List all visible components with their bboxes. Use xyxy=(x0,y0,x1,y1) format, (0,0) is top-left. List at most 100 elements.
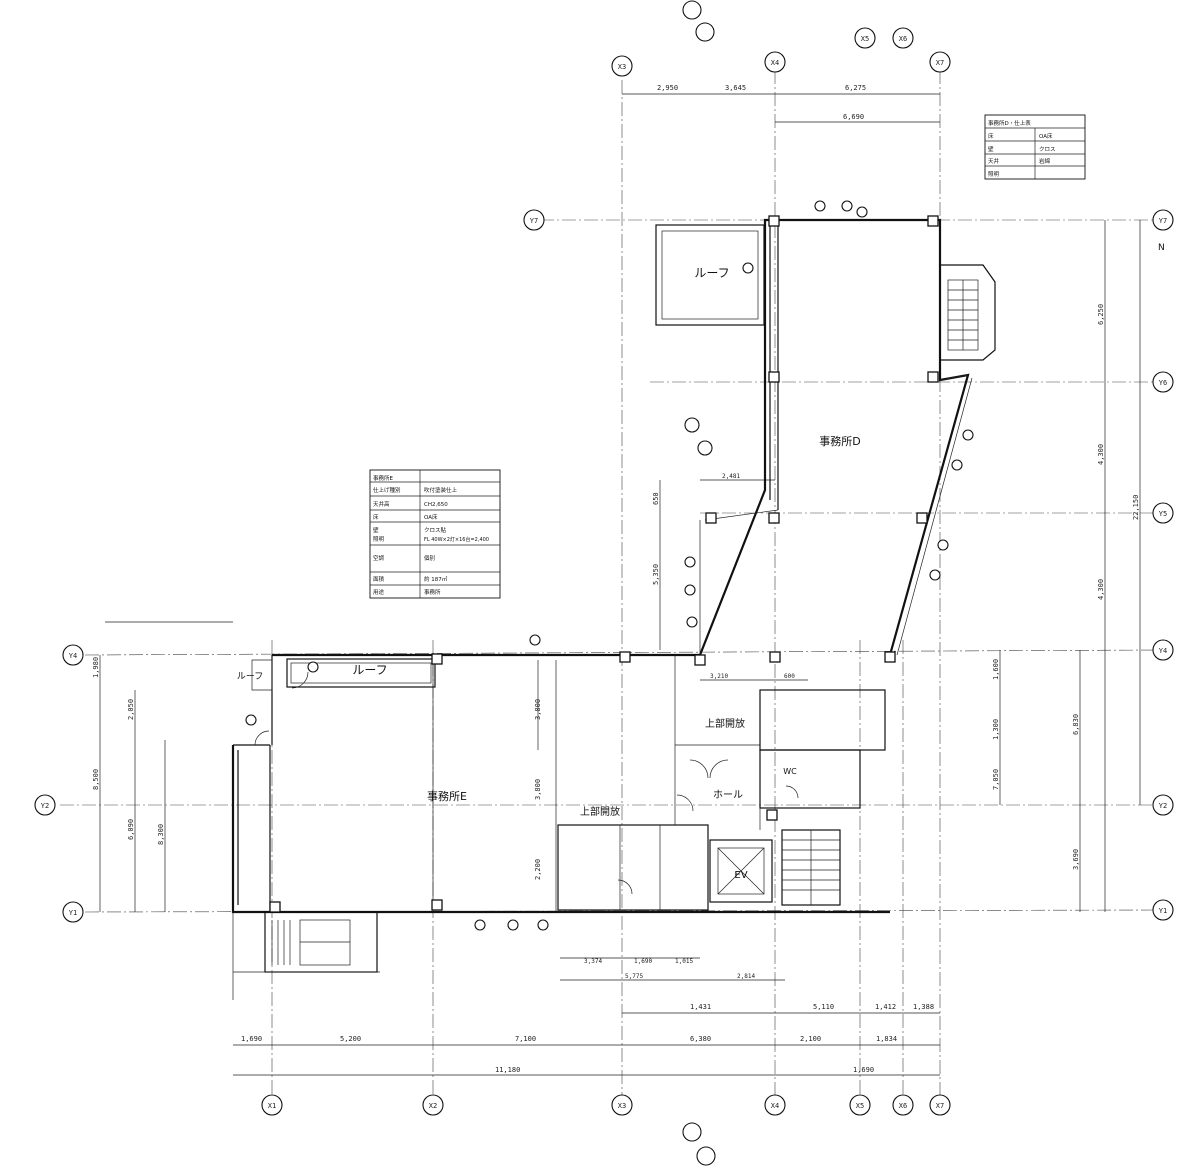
dim-top-2: 3,645 xyxy=(725,84,746,92)
dim-right-8: 7,050 xyxy=(992,769,1000,790)
dim-right-5: 1,600 xyxy=(992,659,1000,680)
grid-bubble-x4: X4 xyxy=(764,1094,786,1116)
dim-right-9: 3,690 xyxy=(1072,849,1080,870)
tt-r4c0: 照明 xyxy=(988,171,1000,178)
grid-bubble-x6: X6 xyxy=(892,1094,914,1116)
dim-bot-6: 1,834 xyxy=(876,1035,897,1043)
tm-r2c0: 天井高 xyxy=(373,500,390,508)
room-office-e: 事務所E xyxy=(427,789,467,803)
grid-bubble-x5: X5 xyxy=(849,1094,871,1116)
dim-right-6: 1,300 xyxy=(992,719,1000,740)
dim-right-7: 6,830 xyxy=(1072,714,1080,735)
grid-bubble-y-top-left: Y7 xyxy=(523,209,545,231)
svg-text:Y4: Y4 xyxy=(1159,647,1167,655)
grid-bubble-y-right-1: Y7 xyxy=(1152,209,1174,231)
tt-r3c1: 岩綿 xyxy=(1039,157,1051,165)
tm-r8c0: 用途 xyxy=(373,588,385,596)
grid-bubble-bot-a xyxy=(682,1122,702,1142)
dim-inner-3: 1,015 xyxy=(675,958,693,965)
grid-bubble-top-x4: X4 xyxy=(764,51,786,73)
svg-text:Y2: Y2 xyxy=(1159,802,1167,810)
dim-bot2-2: 5,110 xyxy=(813,1003,834,1011)
svg-text:X7: X7 xyxy=(936,1102,944,1110)
svg-text:X2: X2 xyxy=(429,1102,437,1110)
tt-r3c0: 天井 xyxy=(988,157,1000,165)
dim-right-2: 4,300 xyxy=(1097,444,1105,465)
dim-bot-4: 6,380 xyxy=(690,1035,711,1043)
dim-bot2-1: 1,431 xyxy=(690,1003,711,1011)
tm-r8c1: 事務所 xyxy=(424,588,441,596)
grid-bubble-y-right-3: Y5 xyxy=(1152,502,1174,524)
dim-bot-3: 7,100 xyxy=(515,1035,536,1043)
dim-right-3: 4,300 xyxy=(1097,579,1105,600)
dim-left-4: 8,500 xyxy=(92,769,100,790)
grid-bubble-top-a xyxy=(682,0,702,20)
grid-bubble-x7: X7 xyxy=(929,1094,951,1116)
svg-text:Y1: Y1 xyxy=(1159,907,1167,915)
grid-bubble-y-left-2: Y2 xyxy=(34,794,56,816)
grid-bubbles-y: Y7 Y6 Y5 Y4 Y2 Y1 Y7 Y4 Y2 Y1 xyxy=(34,209,1174,923)
tm-r3c0: 床 xyxy=(373,513,379,521)
grid-bubble-y-left-1: Y1 xyxy=(62,901,84,923)
dim-inner-2: 1,690 xyxy=(634,958,652,965)
room-office-d: 事務所D xyxy=(819,434,860,448)
grid-bubble-top-x3: X3 xyxy=(611,55,633,77)
grid-bubble-x1: X1 xyxy=(261,1094,283,1116)
dim-inner-5: 2,814 xyxy=(737,973,755,980)
tm-r6c0: 空調 xyxy=(373,554,385,562)
tm-r5c0: 照明 xyxy=(373,536,385,543)
svg-text:X6: X6 xyxy=(899,1102,907,1110)
stair-treads-core xyxy=(782,830,840,905)
tt-r2c1: クロス xyxy=(1039,146,1056,153)
dim-bot2-3: 1,412 xyxy=(875,1003,896,1011)
grid-bubble-y-right-2: Y6 xyxy=(1152,371,1174,393)
tm-r1c0: 仕上げ種別 xyxy=(373,486,401,494)
dim-right-4: 22,150 xyxy=(1132,495,1140,520)
dim-inner-mid-2: 600 xyxy=(784,673,795,680)
dim-top-4: 6,690 xyxy=(843,113,864,121)
dim-inner-1: 3,374 xyxy=(584,958,602,965)
tm-r3c1: OA床 xyxy=(424,513,438,521)
grid-bubble-bot-b xyxy=(696,1146,716,1166)
dim-left-1: 1,980 xyxy=(92,657,100,678)
tm-r2c1: CH2,650 xyxy=(424,502,448,508)
dim-right-1: 6,250 xyxy=(1097,304,1105,325)
dim-bot-2: 5,200 xyxy=(340,1035,361,1043)
svg-text:Y7: Y7 xyxy=(1159,217,1167,225)
dim-mid-3: 5,350 xyxy=(652,564,660,585)
finish-table-top: 事務所D・仕上表 床 OA床 壁 クロス 天井 岩綿 照明 xyxy=(984,114,1086,180)
tt-r0c0: 事務所D・仕上表 xyxy=(988,119,1031,127)
room-ev: EV xyxy=(734,870,747,881)
tt-r1c0: 床 xyxy=(988,132,994,140)
room-roof-left: ルーフ xyxy=(352,663,387,677)
svg-text:X5: X5 xyxy=(856,1102,864,1110)
tm-r7c1: 約 187㎡ xyxy=(424,575,448,583)
dim-bot-5: 2,100 xyxy=(800,1035,821,1043)
svg-text:Y5: Y5 xyxy=(1159,510,1167,518)
dim-top-1: 2,950 xyxy=(657,84,678,92)
svg-text:X3: X3 xyxy=(618,1102,626,1110)
svg-text:Y6: Y6 xyxy=(1159,379,1167,387)
columns xyxy=(269,215,939,913)
svg-text:X5: X5 xyxy=(861,35,869,43)
room-labels: ルーフ ルーフ ルーフ 事務所D 事務所E 上部開放 上部開放 ホール EV W… xyxy=(237,266,861,881)
svg-text:Y7: Y7 xyxy=(530,217,538,225)
grid-bubble-y-right-4: Y4 xyxy=(1152,639,1174,661)
svg-text:X7: X7 xyxy=(936,59,944,67)
dim-inner-top-1: 2,481 xyxy=(722,473,740,480)
room-void-upper: 上部開放 xyxy=(580,805,620,818)
elevator-shaft xyxy=(709,839,773,903)
grid-bubbles-x: X1 X2 X3 X4 X5 X6 X7 X3 X4 X7 X5 X6 xyxy=(261,0,951,1166)
stair-treads-top xyxy=(948,280,978,350)
tm-r6c1: 個別 xyxy=(424,554,435,562)
tt-r1c1: OA床 xyxy=(1039,132,1053,140)
tm-r7c0: 面積 xyxy=(373,575,385,583)
dim-mid-2: 3,800 xyxy=(534,779,542,800)
dim-left-2: 2,050 xyxy=(127,699,135,720)
dim-bot-1: 1,690 xyxy=(241,1035,262,1043)
grid-lines xyxy=(60,70,1161,1100)
dim-bot-right: 1,690 xyxy=(853,1066,874,1074)
svg-text:X1: X1 xyxy=(268,1102,276,1110)
grid-bubble-y-left-3: Y4 xyxy=(62,644,84,666)
